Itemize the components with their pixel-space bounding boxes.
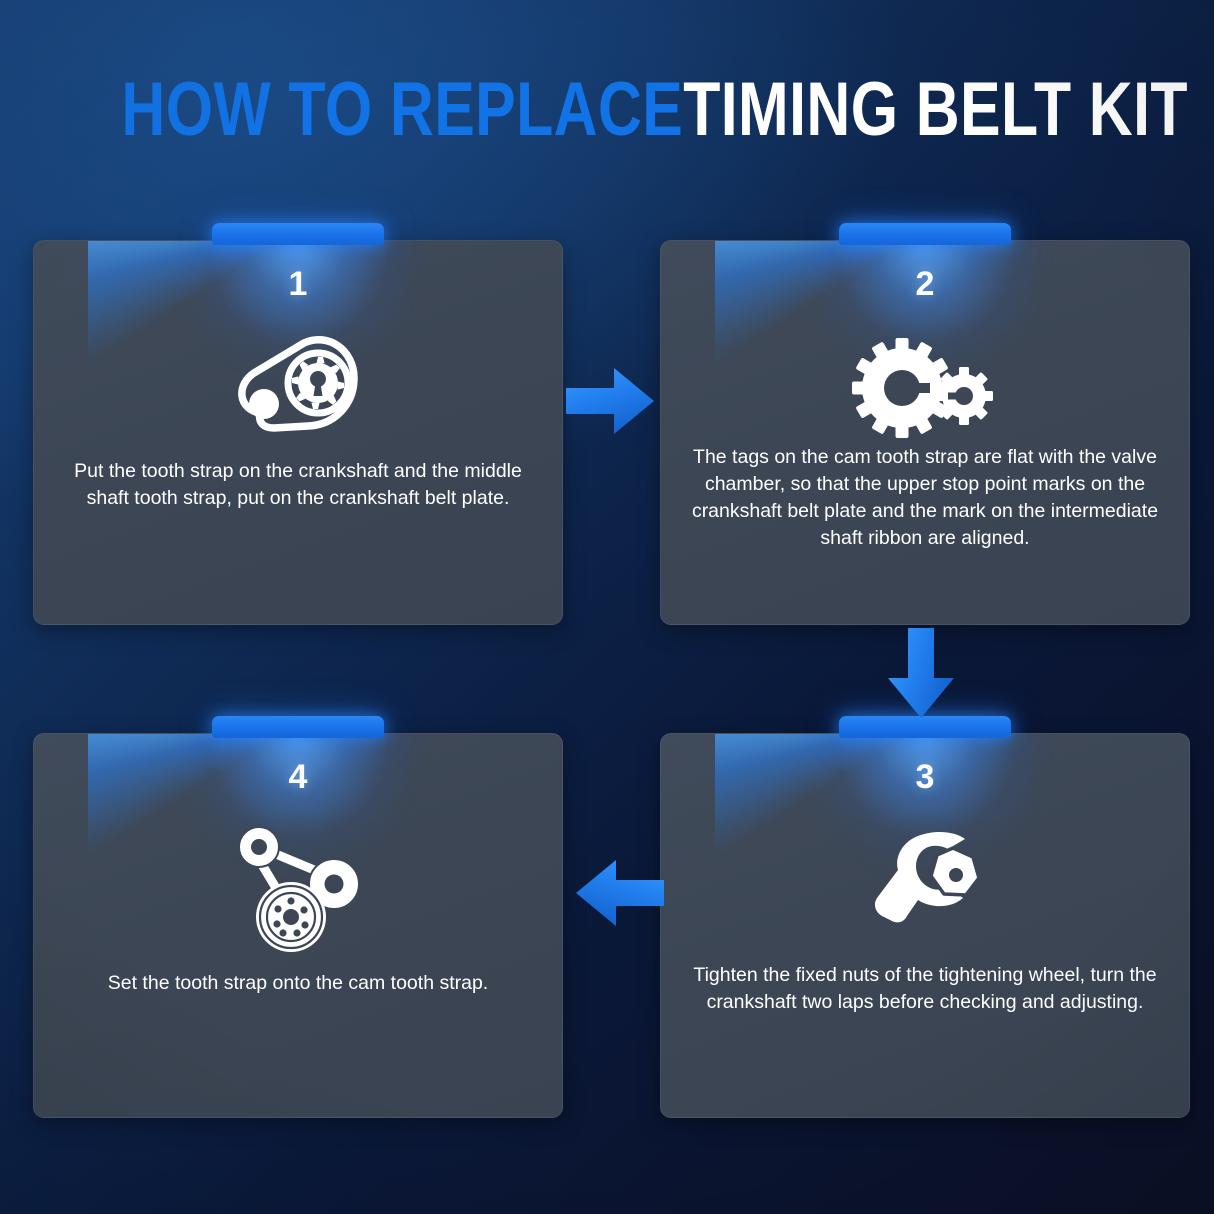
- step-tab-4: [212, 716, 384, 738]
- serpentine-belt-pulleys-icon: [34, 818, 562, 952]
- step-text-1: Put the tooth strap on the crankshaft an…: [74, 460, 522, 509]
- step-card-4: 4: [33, 733, 563, 1118]
- timing-belt-icon: [34, 325, 562, 445]
- step-number-1: 1: [288, 265, 308, 303]
- arrow-step3-to-step4: [576, 856, 664, 930]
- step-tab-2: [839, 223, 1011, 245]
- title-blue-part: HOW TO REPLACE: [121, 67, 684, 152]
- step-number-4: 4: [288, 758, 308, 796]
- page-title: HOW TO REPLACETIMING BELT KIT: [121, 72, 1187, 148]
- arrow-step2-to-step3: [884, 628, 958, 718]
- step-tab-1: [212, 223, 384, 245]
- step-text-3: Tighten the fixed nuts of the tightening…: [693, 964, 1157, 1013]
- step-text-2: The tags on the cam tooth strap are flat…: [691, 446, 1159, 549]
- wrench-nut-icon: [661, 818, 1189, 938]
- step-text-4: Set the tooth strap onto the cam tooth s…: [107, 972, 489, 994]
- arrow-step1-to-step2: [566, 364, 654, 438]
- step-number-2: 2: [915, 265, 935, 303]
- step-tab-3: [839, 716, 1011, 738]
- step-card-1: 1: [33, 240, 563, 625]
- step-card-2: 2: [660, 240, 1190, 625]
- title-white-part: TIMING BELT KIT: [683, 67, 1188, 152]
- two-gears-icon: [661, 325, 1189, 445]
- step-number-3: 3: [915, 758, 935, 796]
- step-card-3: 3 Tighten the fixed nuts of the tighteni…: [660, 733, 1190, 1118]
